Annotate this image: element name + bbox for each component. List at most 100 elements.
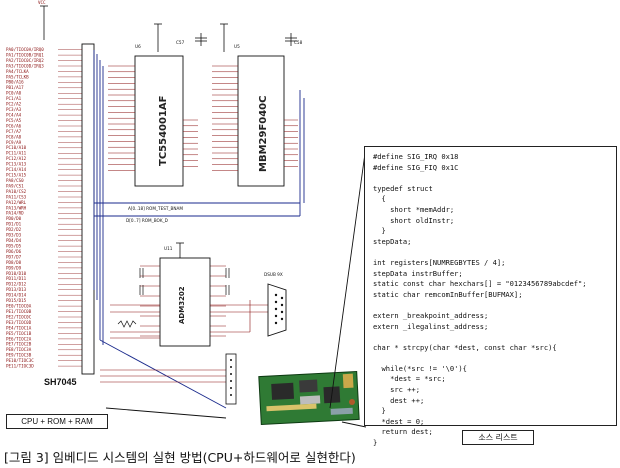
code-line: { (373, 194, 386, 204)
cpu-pin-label: PE1/TIOC0B (6, 309, 32, 314)
cpu-body (81, 43, 95, 375)
cpu-pin-label: PE9/TIOC3B (6, 353, 32, 358)
cpu-pin-label: PA8/CS0 (6, 178, 24, 183)
code-line (373, 332, 616, 343)
cpu-pin-label: PA0/TIOC0A/IRQ0 (6, 47, 44, 52)
cpu-pin-label: PD14/D14 (6, 293, 27, 298)
code-line: stepData; (373, 236, 412, 246)
code-line (373, 300, 616, 311)
cpu-pin-label: PC12/A12 (6, 156, 27, 161)
code-line (373, 247, 616, 258)
cpu-pin-label: PE4/TIOC1A (6, 325, 32, 330)
cpu-pin-label: PC15/A15 (6, 173, 27, 178)
cpu-pin-label: PC9/A9 (6, 140, 22, 145)
rom-chip: TC554001AF U6 (134, 44, 184, 187)
cpu-pin-label: PC14/A14 (6, 167, 27, 172)
cpu-pin-label: PA9/CS1 (6, 183, 24, 188)
cpu-pin-label: PC5/A5 (6, 118, 22, 123)
cpu-pin-label: PD15/D15 (6, 298, 27, 303)
code-line: stepData instrBuffer; (373, 268, 463, 278)
cpu-pin-label: PC3/A3 (6, 107, 22, 112)
cpu-pin-label: PD10/D10 (6, 271, 27, 276)
address-bus-label: A[0..18] ROM_TEST_BNAM (128, 206, 183, 211)
cpu-pin-label: PD9/D9 (6, 265, 22, 270)
figure-caption: [그림 3] 임베디드 시스템의 실현 방법(CPU+하드웨어로 실현한다) (4, 450, 356, 465)
cpu-pin-label: PB0/A16 (6, 80, 24, 85)
flash-bus (299, 90, 305, 216)
code-line (373, 353, 616, 364)
code-line: short oldInstr; (373, 215, 455, 225)
cpu-pin-label: PE2/TIOC0C (6, 314, 32, 319)
code-line: dest ++; (373, 395, 425, 405)
cpu-pin-label: PA14/RD (6, 211, 24, 216)
code-line: short *memAddr; (373, 204, 455, 214)
rs232-chip: ADM3202 U11 (159, 246, 211, 347)
cpu-pin-label: PD13/D13 (6, 287, 27, 292)
cpu-pin-label: PC4/A4 (6, 113, 22, 118)
cpu-pin-label: PA11/CS3 (6, 194, 27, 199)
cpu-pin-label: PC2/A2 (6, 102, 22, 107)
cpu-pin-label: PE8/TIOC3A (6, 347, 32, 352)
cpu-pin-label: PD12/D12 (6, 282, 27, 287)
source-listing-box: #define SIG_IRQ 0x18#define SIG_FIQ 0x1C… (364, 146, 617, 447)
cpu-name-label: SH7045 (44, 377, 77, 387)
cpu-pin-label: PA5/TCLKB (6, 74, 29, 79)
cpu-pin-label: PD6/D6 (6, 249, 22, 254)
source-list-caption: 소스 리스트 (462, 430, 534, 445)
code-line (373, 173, 616, 184)
code-line: src ++; (373, 385, 420, 395)
cpu-pin-label: PA10/CS2 (6, 189, 27, 194)
rs232-wiring (100, 300, 268, 383)
cpu-pin-label: PE10/TIOC3C (6, 358, 34, 363)
code-line: int registers[NUMREGBYTES / 4]; (373, 257, 506, 267)
callout-lines (105, 145, 367, 428)
code-line: static char remcomInBuffer[BUFMAX]; (373, 289, 523, 299)
cpu-pin-label: PD2/D2 (6, 227, 22, 232)
code-line: } (373, 226, 386, 236)
cpu-pin-label: PE3/TIOC0D (6, 320, 32, 325)
cpu-pin-label: PD8/D8 (6, 260, 22, 265)
cpu-pin-label: PD7/D7 (6, 254, 22, 259)
source-code: #define SIG_IRQ 0x18#define SIG_FIQ 0x1C… (365, 147, 616, 449)
code-line: } (373, 406, 386, 416)
cpu-pin-label: PC1/A1 (6, 96, 22, 101)
flash-chip: MBM29F040C U5 (234, 44, 285, 187)
cpu-pin-label: PA2/TIOC0C/IRQ2 (6, 58, 44, 63)
cpu-pin-label: PA3/TIOC0D/IRQ3 (6, 63, 44, 68)
flash-u-label: U5 (234, 44, 240, 49)
rs232-capacitors (117, 268, 230, 328)
code-line: typedef struct (373, 183, 433, 193)
cpu-pin-label: PA4/TCLKA (6, 69, 29, 74)
cpu-pin-label: PA1/TIOC0B/IRQ1 (6, 53, 44, 58)
cpu-pin-labels: PA0/TIOC0A/IRQ0PA1/TIOC0B/IRQ1PA2/TIOC0C… (6, 47, 82, 369)
cpu-bus-lines (93, 50, 300, 409)
code-line: return dest; (373, 427, 433, 437)
cpu-pin-label: PE7/TIOC2B (6, 342, 32, 347)
rs232-chip-label: ADM3202 (178, 286, 186, 324)
code-line: #define SIG_IRQ 0x18 (373, 152, 459, 161)
code-line: extern _ilegalinst_address; (373, 321, 489, 331)
code-line: *dest = 0; (373, 416, 425, 426)
vcc-symbols (40, 5, 297, 258)
cpu-pin-label: PD1/D1 (6, 222, 22, 227)
code-line: static const char hexchars[] = "01234567… (373, 279, 587, 289)
flash-chip-label: MBM29F040C (258, 96, 269, 172)
cpu-pin-label: PD3/D3 (6, 233, 22, 238)
chip-pin-stubs (108, 65, 298, 337)
rom-u-label: U6 (135, 44, 141, 49)
code-line: #define SIG_FIQ 0x1C (373, 162, 459, 172)
cpu-pin-label: PB1/A17 (6, 85, 24, 90)
cpu-pin-label: PE0/TIOC0A (6, 304, 32, 309)
cpu-pin-label: PC11/A11 (6, 151, 27, 156)
cpu-pin-label: PC13/A13 (6, 162, 27, 167)
vcc-label: VCC (38, 0, 46, 5)
dsub-connector: DSUB 9X (264, 272, 287, 337)
cpu-pin-label: PD5/D5 (6, 244, 22, 249)
rs232-u-label: U11 (164, 246, 173, 251)
j2-connector (225, 353, 237, 405)
rom-chip-label: TC554001AF (158, 96, 169, 166)
cpu-pin-label: PC0/A0 (6, 91, 22, 96)
cpu-pin-label: PC8/A8 (6, 134, 22, 139)
code-line: *dest = *src; (373, 374, 446, 384)
